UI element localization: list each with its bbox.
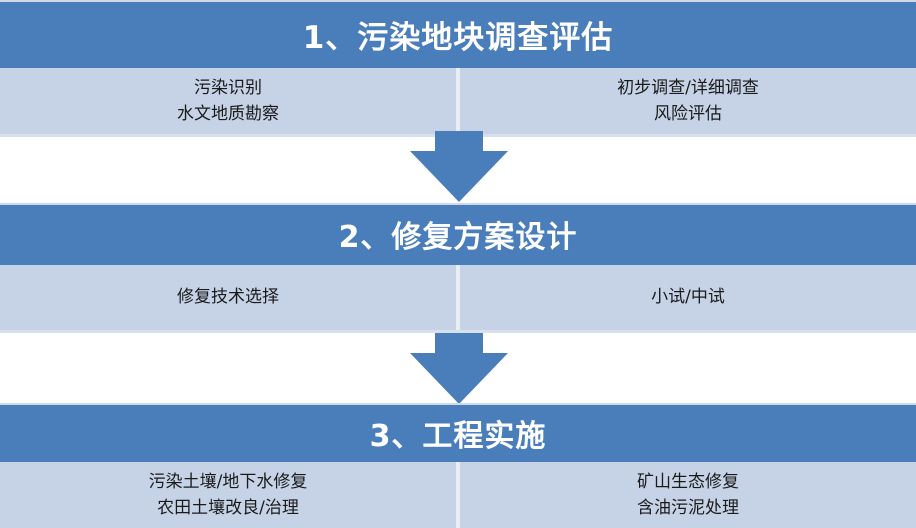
- stage-2-column-right[interactable]: 小试/中试: [460, 265, 916, 330]
- stage-1-column-left[interactable]: 污染识别 水文地质勘察: [0, 68, 456, 134]
- stage-1-column-divider: [456, 68, 460, 134]
- stage-3-column-left[interactable]: 污染土壤/地下水修复 农田土壤改良/治理: [0, 462, 456, 528]
- process-stage-3: 3、工程实施 污染土壤/地下水修复 农田土壤改良/治理 矿山生态修复 含油污泥处…: [0, 403, 916, 528]
- stage-3-column-divider: [456, 462, 460, 528]
- stage-2-left-item-1: 修复技术选择: [177, 287, 279, 308]
- stage-1-header[interactable]: 1、污染地块调查评估: [0, 0, 916, 68]
- stage-2-title: 2、修复方案设计: [338, 220, 578, 255]
- stage-3-left-item-2: 农田土壤改良/治理: [157, 498, 299, 518]
- stage-2-column-divider: [456, 265, 460, 330]
- stage-3-left-item-1: 污染土壤/地下水修复: [148, 471, 308, 492]
- stage-1-title: 1、污染地块调查评估: [302, 19, 614, 56]
- stage-3-body: 污染土壤/地下水修复 农田土壤改良/治理 矿山生态修复 含油污泥处理: [0, 462, 916, 528]
- stage-1-body: 污染识别 水文地质勘察 初步调查/详细调查 风险评估: [0, 68, 916, 134]
- stage-2-body: 修复技术选择 小试/中试: [0, 265, 916, 330]
- stage-2-right-item-1: 小试/中试: [651, 287, 725, 308]
- stage-2-bottom-edge: [0, 330, 916, 333]
- down-arrow-icon-2: [409, 333, 509, 405]
- stage-1-left-item-2: 水文地质勘察: [177, 104, 279, 124]
- stage-3-title: 3、工程实施: [369, 418, 547, 454]
- stage-3-column-right[interactable]: 矿山生态修复 含油污泥处理: [460, 462, 916, 528]
- process-stage-1: 1、污染地块调查评估 污染识别 水文地质勘察 初步调查/详细调查 风险评估: [0, 0, 916, 137]
- stage-1-top-edge: [0, 0, 916, 2]
- stage-3-right-item-1: 矿山生态修复: [637, 471, 739, 492]
- stage-2-column-left[interactable]: 修复技术选择: [0, 265, 456, 330]
- stage-1-column-right[interactable]: 初步调查/详细调查 风险评估: [460, 68, 916, 134]
- stage-1-left-item-1: 污染识别: [194, 77, 262, 98]
- stage-2-top-edge: [0, 203, 916, 205]
- stage-3-right-item-2: 含油污泥处理: [637, 498, 739, 518]
- stage-1-right-item-2: 风险评估: [654, 104, 722, 124]
- stage-2-header[interactable]: 2、修复方案设计: [0, 203, 916, 265]
- down-arrow-icon-1: [409, 131, 509, 203]
- stage-3-top-edge: [0, 403, 916, 405]
- stage-3-header[interactable]: 3、工程实施: [0, 403, 916, 462]
- process-stage-2: 2、修复方案设计 修复技术选择 小试/中试: [0, 203, 916, 333]
- stage-1-right-item-1: 初步调查/详细调查: [617, 77, 759, 98]
